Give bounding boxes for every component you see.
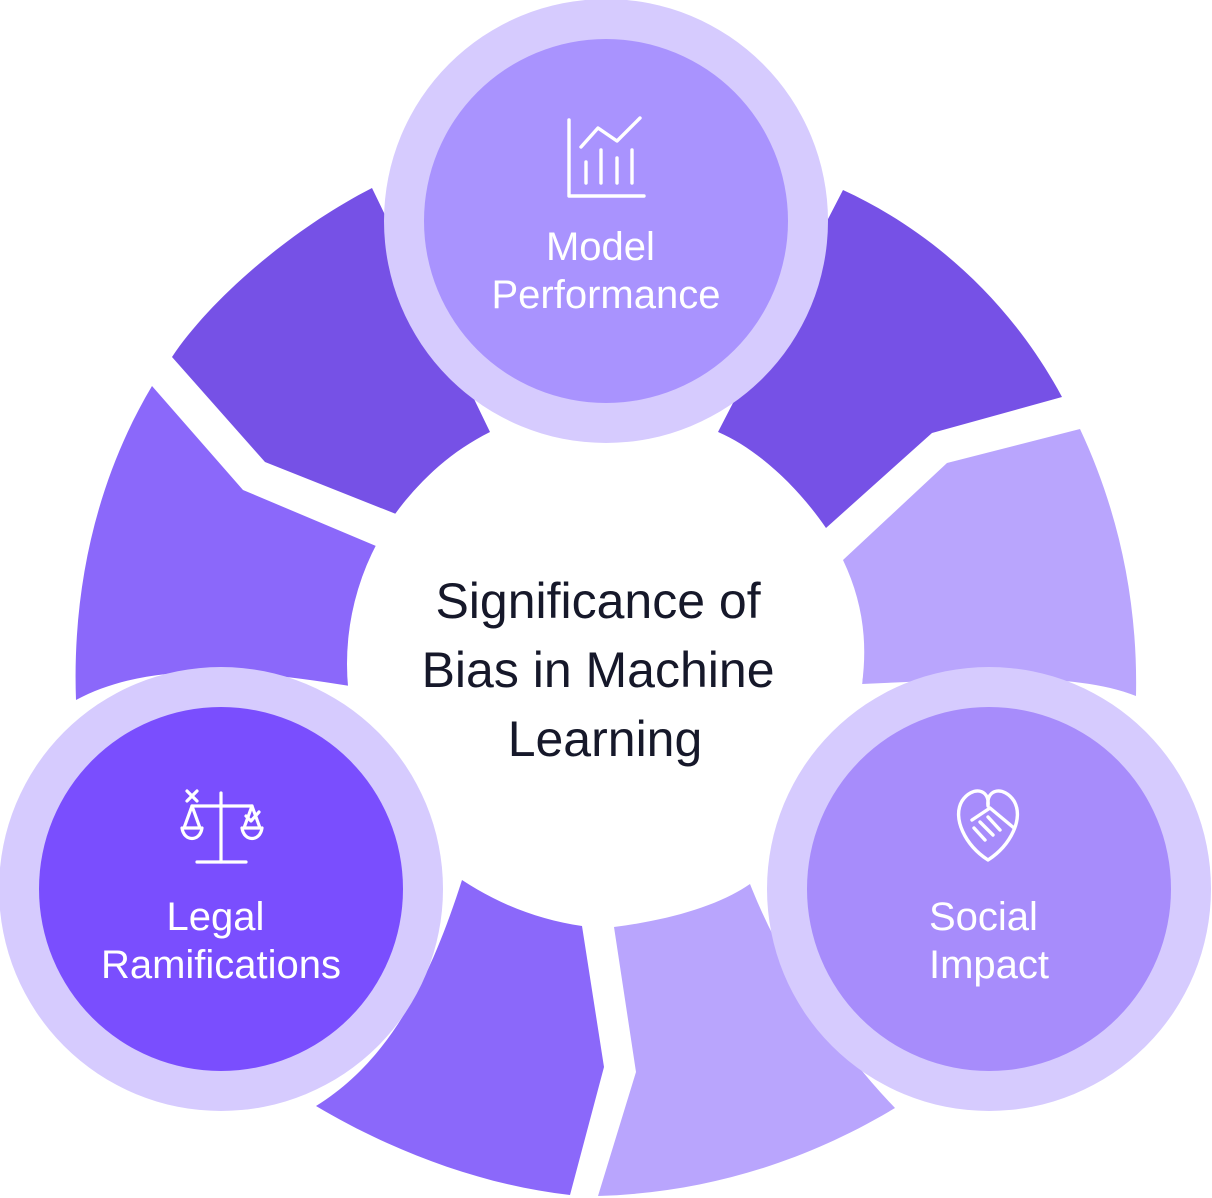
node-model-performance-label-line-2: Performance <box>492 273 721 317</box>
cycle-ring <box>75 188 1137 1196</box>
node-social-impact: Social Impact <box>767 667 1211 1111</box>
center-title-line-3: Learning <box>508 711 703 767</box>
node-social-impact-label-line-1: Social <box>929 895 1038 939</box>
center-title: Significance of Bias in Machine Learning <box>422 573 789 767</box>
heart-handshake-icon <box>956 789 1020 862</box>
node-social-impact-label-line-2: Impact <box>929 943 1049 987</box>
ring-segment-left <box>75 386 376 700</box>
node-model-performance-label: Model Performance <box>492 225 721 317</box>
center-title-line-1: Significance of <box>435 573 760 629</box>
ring-segment-bottom-right <box>598 884 895 1196</box>
node-legal-ramifications-inner <box>39 707 403 1071</box>
node-model-performance-label-line-1: Model <box>546 225 655 269</box>
node-legal-ramifications-label-line-2: Ramifications <box>101 943 341 987</box>
ring-segment-right <box>843 429 1137 696</box>
node-social-impact-label: Social Impact <box>929 895 1049 987</box>
ring-segment-bottom-left <box>316 880 604 1195</box>
line-bar-chart-icon <box>567 116 646 198</box>
center-title-line-2: Bias in Machine <box>422 642 775 698</box>
scales-of-justice-icon <box>180 789 264 864</box>
center-circle <box>347 406 863 922</box>
node-model-performance-inner <box>424 39 788 403</box>
node-legal-ramifications-label-line-1: Legal <box>167 895 265 939</box>
node-social-impact-inner <box>807 707 1171 1071</box>
node-model-performance: Model Performance <box>384 0 828 443</box>
node-legal-ramifications-label: Legal Ramifications <box>101 895 341 987</box>
node-legal-ramifications: Legal Ramifications <box>0 667 443 1111</box>
